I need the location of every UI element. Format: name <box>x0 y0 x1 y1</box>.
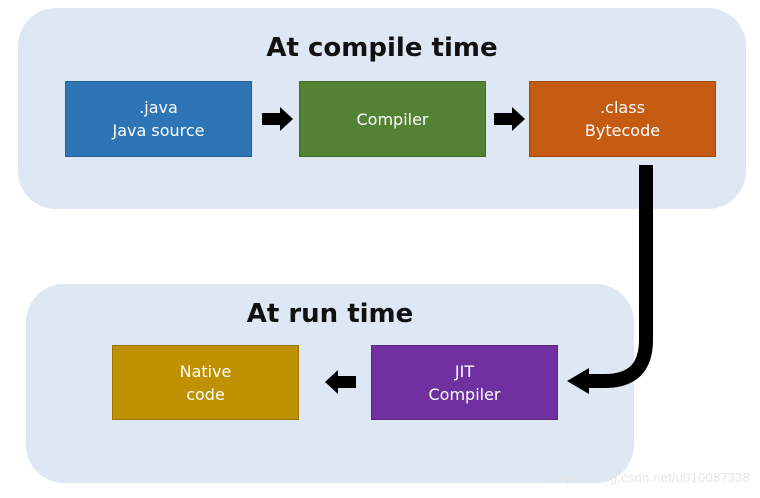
native-label-line2: code <box>186 384 225 404</box>
run-time-title: At run time <box>246 299 414 329</box>
java-source-extension: .java <box>139 98 178 117</box>
native-label-line1: Native <box>179 361 232 381</box>
bytecode-label: Bytecode <box>584 121 661 140</box>
jit-label-line1: JIT <box>454 361 475 381</box>
java-source-node: .java Java source <box>65 81 252 157</box>
watermark-url: https://blog.csdn.net/u010087338 <box>551 470 750 485</box>
compile-time-title: At compile time <box>266 33 498 63</box>
bytecode-extension: .class <box>600 98 645 117</box>
compiler-label: Compiler <box>356 109 429 129</box>
bytecode-node: .class Bytecode <box>529 81 716 157</box>
jit-label-line2: Compiler <box>428 384 501 404</box>
native-code-node: Native code <box>112 345 299 420</box>
jit-compiler-node: JIT Compiler <box>371 345 558 420</box>
java-source-label: Java source <box>112 121 205 140</box>
compiler-node: Compiler <box>299 81 486 157</box>
